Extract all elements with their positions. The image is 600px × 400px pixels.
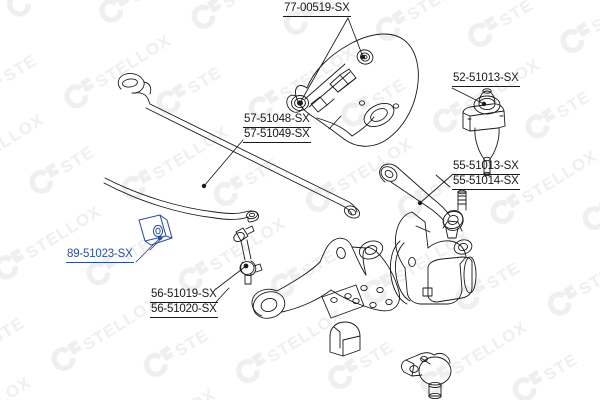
leader-55-51013 <box>435 174 451 188</box>
leader-57-51048 <box>328 115 342 130</box>
stabilizer-bushing[interactable] <box>138 214 173 246</box>
torsion-bar <box>117 73 361 219</box>
leader-77-00519-b <box>347 17 364 58</box>
leader-77-00519-a <box>299 17 349 104</box>
label-57-51049-sx[interactable]: 57-51049-SX <box>243 128 311 143</box>
upper-control-arm <box>286 33 419 147</box>
label-52-51013-sx[interactable]: 52-51013-SX <box>452 72 520 87</box>
leader-57-51049 <box>203 139 244 187</box>
leader-52-51013 <box>451 87 485 105</box>
leader-56-51019 <box>215 287 230 303</box>
steering-knuckle <box>389 211 477 305</box>
upper-ball-joint <box>462 88 506 177</box>
label-group-stabilizer-link: 56-51019-SX 56-51020-SX <box>150 288 218 318</box>
stabilizer-bar <box>103 177 260 223</box>
leader-lines <box>135 17 487 303</box>
label-55-51014-sx[interactable]: 55-51014-SX <box>452 175 520 190</box>
label-57-51048-sx[interactable]: 57-51048-SX <box>243 113 311 128</box>
label-89-51023-sx[interactable]: 89-51023-SX <box>66 248 134 263</box>
stabilizer-link <box>233 225 263 285</box>
tie-rod <box>379 163 467 239</box>
label-77-00519-sx[interactable]: 77-00519-SX <box>283 2 351 17</box>
leader-89-51023 <box>135 237 161 263</box>
label-group-tie-rod: 55-51013-SX 55-51014-SX <box>452 160 520 190</box>
lower-control-arm <box>251 237 401 357</box>
lower-ball-joint <box>401 352 452 400</box>
leader-56-51020 <box>215 265 247 290</box>
label-group-torsion-bar: 57-51048-SX 57-51049-SX <box>243 113 311 143</box>
label-55-51013-sx[interactable]: 55-51013-SX <box>452 160 520 175</box>
label-56-51019-sx[interactable]: 56-51019-SX <box>150 288 218 303</box>
label-56-51020-sx[interactable]: 56-51020-SX <box>150 303 218 318</box>
leader-55-51014 <box>419 174 453 204</box>
